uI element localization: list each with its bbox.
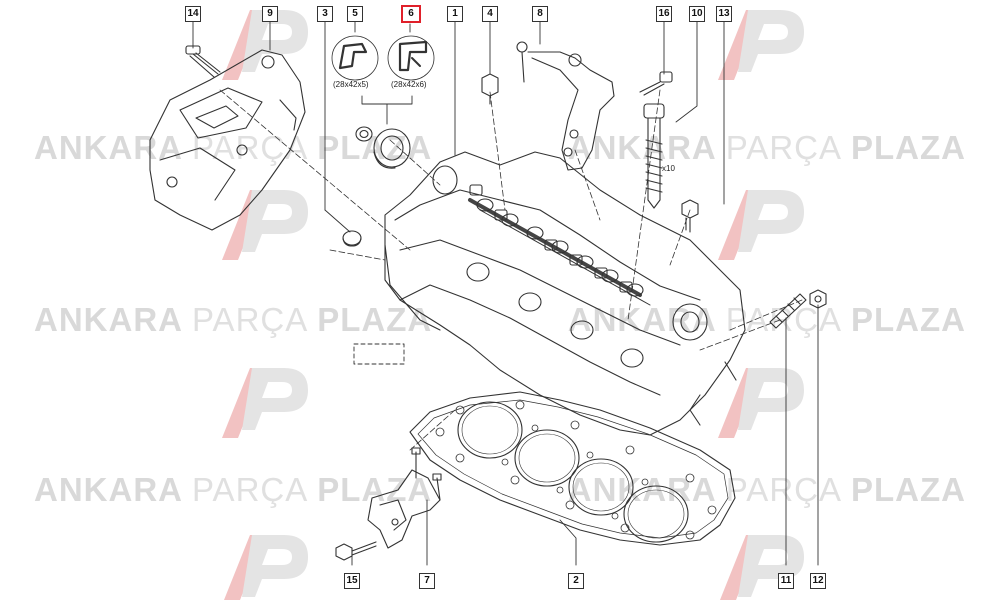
logo-mark	[720, 535, 804, 600]
callout-2[interactable]: 2	[568, 573, 584, 589]
part-4-nut	[481, 73, 499, 105]
callout-8[interactable]: 8	[532, 6, 548, 22]
part-11-stud	[769, 293, 807, 329]
callout-6-highlighted[interactable]: 6	[401, 5, 421, 23]
part-9-bracket	[149, 49, 306, 231]
part-6-size-label: (28x42x6)	[391, 80, 427, 89]
part-16-bolt	[639, 71, 673, 96]
callout-7[interactable]: 7	[419, 573, 435, 589]
callout-4[interactable]: 4	[482, 6, 498, 22]
logo-mark	[224, 535, 308, 600]
seal-ring-large	[373, 128, 411, 169]
part-5-size-label: (28x42x5)	[333, 80, 369, 89]
part-12-nut	[809, 289, 827, 309]
callout-13[interactable]: 13	[716, 6, 732, 22]
camshaft-pulley-end	[672, 303, 708, 341]
callout-16[interactable]: 16	[656, 6, 672, 22]
part-13-bolt	[681, 199, 699, 233]
callout-5[interactable]: 5	[347, 6, 363, 22]
reference-box	[353, 343, 405, 365]
alignment-lines	[219, 89, 803, 451]
callout-3[interactable]: 3	[317, 6, 333, 22]
logo-mark	[718, 190, 804, 260]
part-7-bracket	[367, 447, 442, 549]
callout-14[interactable]: 14	[185, 6, 201, 22]
part-1-cylinder-head	[384, 151, 746, 436]
part-14-bolt	[185, 45, 221, 78]
callout-11[interactable]: 11	[778, 573, 794, 589]
callout-10[interactable]: 10	[689, 6, 705, 22]
part-10-head-bolt	[643, 103, 665, 209]
part-6-seal-section	[387, 35, 435, 81]
callout-9[interactable]: 9	[262, 6, 278, 22]
bolt-quantity-label: x10	[662, 164, 675, 173]
logo-mark	[222, 10, 308, 80]
logo-mark	[718, 10, 804, 80]
callout-12[interactable]: 12	[810, 573, 826, 589]
seal-ring-small	[355, 126, 373, 142]
gasket-holes	[435, 400, 717, 540]
callout-1[interactable]: 1	[447, 6, 463, 22]
part-8-lifting-bracket	[516, 41, 615, 171]
part-15-bolt	[335, 541, 377, 561]
callout-15[interactable]: 15	[344, 573, 360, 589]
part-2-head-gasket	[409, 391, 736, 546]
logo-mark	[222, 368, 308, 438]
part-3-plug	[342, 230, 362, 247]
logo-mark	[222, 190, 308, 260]
part-5-seal-section	[331, 35, 379, 81]
leader-lines	[192, 21, 819, 566]
logo-mark	[718, 368, 804, 438]
valve-springs	[469, 184, 633, 293]
port-openings	[466, 262, 644, 368]
